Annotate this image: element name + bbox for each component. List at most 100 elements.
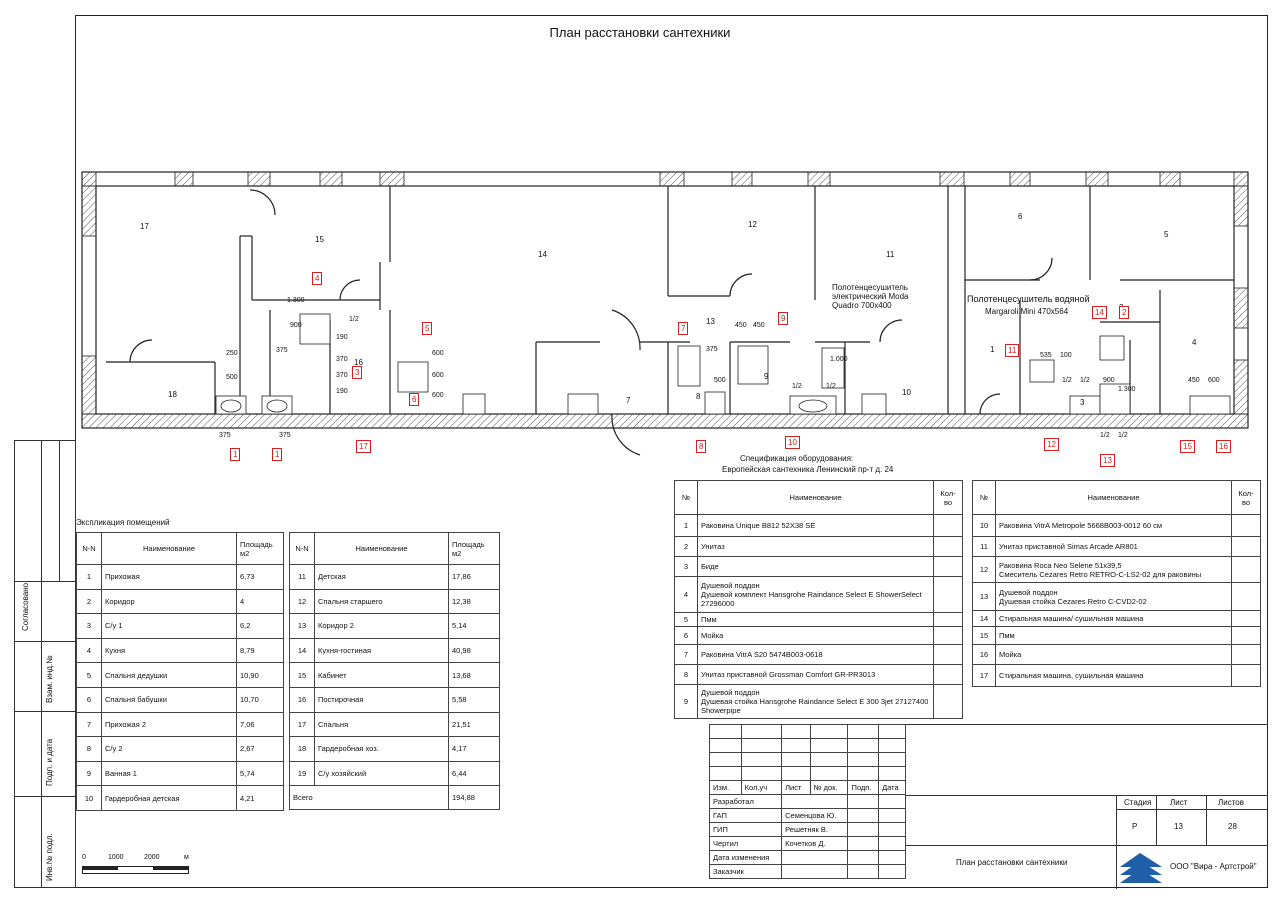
room-label: 15 <box>315 235 324 244</box>
table-cell: 10,90 <box>236 662 284 688</box>
fixture-marker: 15 <box>1180 440 1195 453</box>
stamp-col-header: Кол.уч <box>740 780 783 795</box>
stamp-role: ГИП <box>708 822 783 837</box>
room-label: 18 <box>168 390 177 399</box>
table-cell: Коридор <box>101 588 237 615</box>
table-cell <box>1231 556 1261 583</box>
table-cell: Стиральная машина/ сушильная машина <box>995 610 1232 627</box>
company-logo <box>1120 853 1162 883</box>
stamp-sign <box>847 836 880 851</box>
col-header: Площадь м2 <box>448 532 500 565</box>
col-header: Кол-во <box>1231 480 1261 515</box>
table-cell: Кухня <box>101 637 237 664</box>
sheets-value: 28 <box>1228 822 1237 831</box>
table-cell: 15 <box>972 626 996 645</box>
table-cell: Пмм <box>697 612 934 627</box>
scale-label: 0 <box>82 854 86 861</box>
dimension-label: 375 <box>219 432 231 439</box>
table-cell: 21,51 <box>448 711 500 738</box>
side-label: Инв.№ подл. <box>45 833 54 881</box>
fixture-marker: 2 <box>1119 306 1130 319</box>
dimension-label: 600 <box>432 392 444 399</box>
fixture-marker: 10 <box>785 436 800 449</box>
table-cell: 4 <box>236 588 284 615</box>
room-label: 11 <box>886 250 895 259</box>
table-cell: 4,21 <box>236 785 284 811</box>
table-cell: 14 <box>972 610 996 627</box>
table-cell: С/у 2 <box>101 736 237 762</box>
stamp-sign <box>847 808 880 823</box>
table-cell: 5,58 <box>448 686 500 713</box>
table-cell: 10 <box>76 785 102 811</box>
col-header: Кол-во <box>933 480 963 515</box>
table-cell: 6 <box>76 686 102 713</box>
table-cell: 18 <box>289 736 315 762</box>
table-cell: 14 <box>289 637 315 664</box>
stamp-row: Заказчик <box>708 864 906 879</box>
side-stamp: Согласовано Взам. инд.№ Подп. и дата Инв… <box>14 440 76 888</box>
table-cell: Унитаз приставной Grossman Comfort GR-PR… <box>697 664 934 685</box>
table-cell: 1 <box>674 514 698 537</box>
table-cell: 11 <box>289 564 315 590</box>
stage-value: Р <box>1132 822 1138 831</box>
stamp-col-header: Подп. <box>847 780 880 795</box>
towel-dryer-note: Полотенцесушитель водяной <box>967 294 1090 304</box>
stamp-col-header: Изм. <box>709 780 742 795</box>
fixture-marker: 16 <box>1216 440 1231 453</box>
fixture-marker: 14 <box>1092 306 1107 319</box>
stamp-date <box>878 822 906 837</box>
stamp-row: Дата изменения <box>708 850 906 865</box>
table-cell: Душевой поддон Душевой комплект Hansgroh… <box>697 576 934 613</box>
stamp-col-header: Лист <box>781 780 811 795</box>
table-cell: 15 <box>289 662 315 688</box>
col-header: № <box>972 480 996 515</box>
table-cell: Душевой поддон Душевая стойка Cezares Re… <box>995 582 1232 611</box>
table-cell: 40,98 <box>448 637 500 664</box>
title-block-right: Стадия Лист Листов Р 13 28 План расстано… <box>906 724 1268 889</box>
room-label: 6 <box>1018 212 1023 221</box>
table-cell: Раковина VitrA S20 5474B003-0618 <box>697 644 934 665</box>
table-cell: С/у хозяйский <box>314 760 449 787</box>
table-cell: Спальня дедушки <box>101 662 237 688</box>
table-cell: 13,68 <box>448 662 500 688</box>
table-cell: 5,14 <box>448 613 500 639</box>
fixture-marker: 12 <box>1044 438 1059 451</box>
dimension-label: 370 <box>336 372 348 379</box>
fixture-marker: 17 <box>356 440 371 453</box>
col-header: № <box>674 480 698 515</box>
table-cell <box>1231 582 1261 611</box>
total-value: 194,88 <box>448 785 500 811</box>
towel-dryer-note: Полотенцесушитель электрический Moda Qua… <box>832 283 909 310</box>
table-cell: 9 <box>674 684 698 719</box>
table-cell: 16 <box>972 644 996 665</box>
stamp-role: Чертил <box>708 836 783 851</box>
table-cell: С/у 1 <box>101 613 237 639</box>
table-cell: 17 <box>972 664 996 687</box>
room-label: 3 <box>1080 398 1085 407</box>
fixture-marker: 13 <box>1100 454 1115 467</box>
table-cell <box>1231 664 1261 687</box>
table-cell: 12 <box>289 588 315 615</box>
table-cell: 7 <box>674 644 698 665</box>
table-cell: Унитаз приставной Simas Arcade AR801 <box>995 536 1232 557</box>
stamp-date <box>878 864 906 879</box>
table-cell: Биде <box>697 556 934 577</box>
dimension-label: 1/2 <box>1118 432 1128 439</box>
table-cell: Прихожая 2 <box>101 711 237 738</box>
